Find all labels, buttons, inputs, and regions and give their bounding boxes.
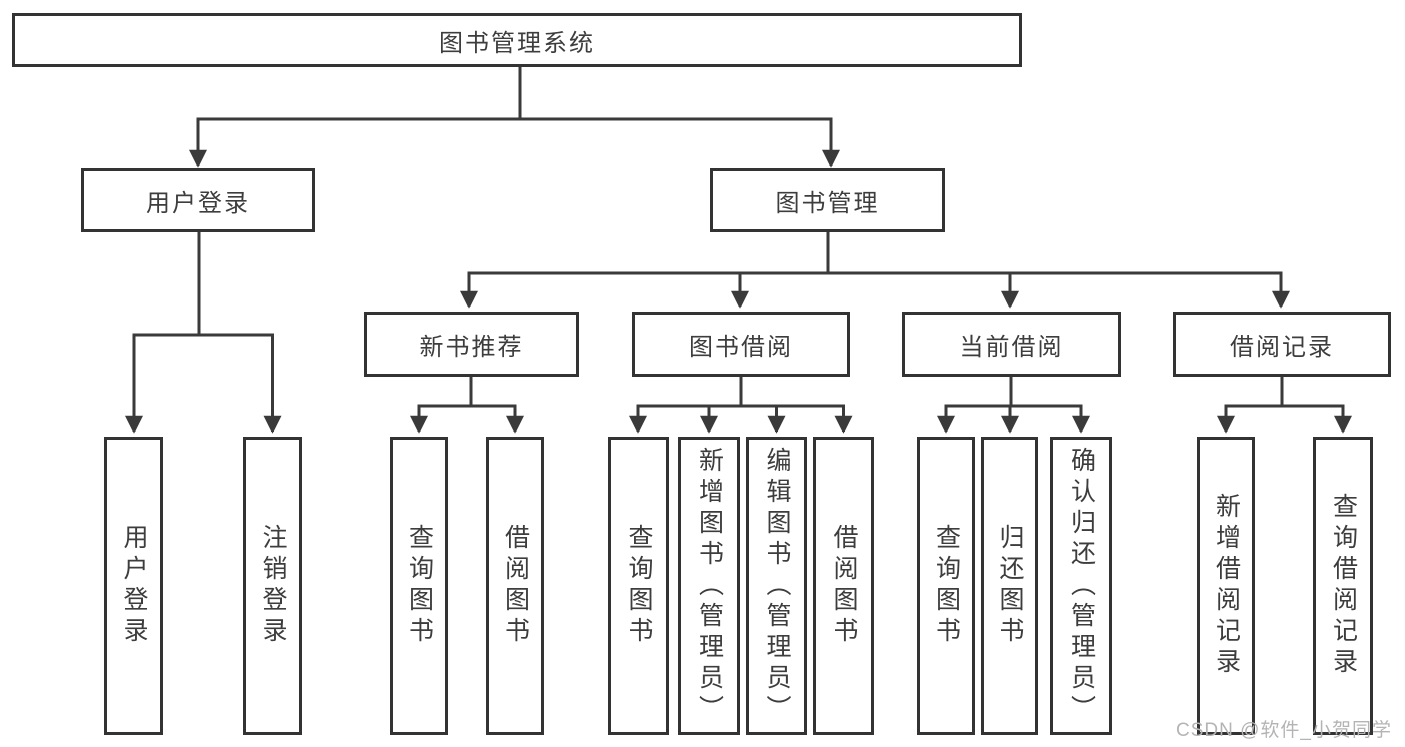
leaf-br-query-record: 查询借阅记录	[1313, 437, 1373, 735]
node-book-borrowing-label: 图书借阅	[689, 334, 793, 361]
node-new-book-recommend: 新书推荐	[364, 312, 579, 377]
leaf-bb-add-book-admin-label: 新增图书（管理员）	[695, 446, 724, 726]
node-user-login-label: 用户登录	[146, 189, 250, 217]
node-borrow-records: 借阅记录	[1173, 312, 1391, 377]
leaf-logout: 注销登录	[243, 437, 302, 735]
leaf-br-add-record: 新增借阅记录	[1197, 437, 1255, 735]
connector-book-management-split	[467, 232, 1283, 275]
node-book-borrowing: 图书借阅	[632, 312, 850, 377]
leaf-bb-edit-book-admin-label: 编辑图书（管理员）	[763, 446, 791, 726]
csdn-watermark: CSDN @软件_小贺同学	[1176, 720, 1392, 741]
node-current-borrowing-label: 当前借阅	[959, 334, 1064, 361]
leaf-bb-query-book: 查询图书	[608, 437, 669, 735]
connector-book-borrowing-split	[636, 377, 845, 408]
leaf-bb-edit-book-admin: 编辑图书（管理员）	[746, 437, 807, 735]
node-borrow-records-label: 借阅记录	[1230, 334, 1334, 361]
leaf-nb-borrow-book-label: 借阅图书	[501, 524, 530, 648]
leaf-nb-query-book-label: 查询图书	[405, 524, 434, 648]
connector-user-login-split	[132, 232, 274, 337]
leaf-nb-query-book: 查询图书	[390, 437, 448, 735]
node-root-system-label: 图书管理系统	[439, 29, 595, 57]
node-book-management-label: 图书管理	[775, 189, 880, 217]
leaf-cb-confirm-return-admin-label: 确认归还（管理员）	[1067, 446, 1096, 726]
leaf-cb-return-book-label: 归还图书	[996, 524, 1024, 648]
leaf-user-login: 用户登录	[104, 437, 163, 735]
connector-root-split	[196, 65, 833, 121]
connector-current-borrowing-split	[944, 377, 1083, 408]
leaf-bb-borrow-book-label: 借阅图书	[830, 524, 858, 648]
node-current-borrowing: 当前借阅	[902, 312, 1121, 377]
leaf-cb-confirm-return-admin: 确认归还（管理员）	[1050, 437, 1112, 735]
leaf-cb-query-book: 查询图书	[917, 437, 975, 735]
leaf-user-login-label: 用户登录	[120, 524, 148, 648]
leaf-logout-label: 注销登录	[259, 524, 287, 648]
leaf-bb-borrow-book: 借阅图书	[813, 437, 874, 735]
leaf-bb-query-book-label: 查询图书	[625, 524, 653, 648]
connector-new-book-split	[417, 377, 517, 408]
leaf-br-query-record-label: 查询借阅记录	[1329, 493, 1358, 679]
leaf-nb-borrow-book: 借阅图书	[486, 437, 544, 735]
node-new-book-recommend-label: 新书推荐	[419, 334, 524, 361]
node-root-system: 图书管理系统	[12, 13, 1022, 67]
leaf-cb-query-book-label: 查询图书	[932, 524, 961, 648]
connector-borrow-records-split	[1224, 377, 1345, 408]
node-book-management: 图书管理	[710, 168, 945, 232]
leaf-br-add-record-label: 新增借阅记录	[1212, 493, 1241, 679]
leaf-bb-add-book-admin: 新增图书（管理员）	[678, 437, 740, 735]
node-user-login: 用户登录	[81, 168, 315, 232]
leaf-cb-return-book: 归还图书	[981, 437, 1038, 735]
